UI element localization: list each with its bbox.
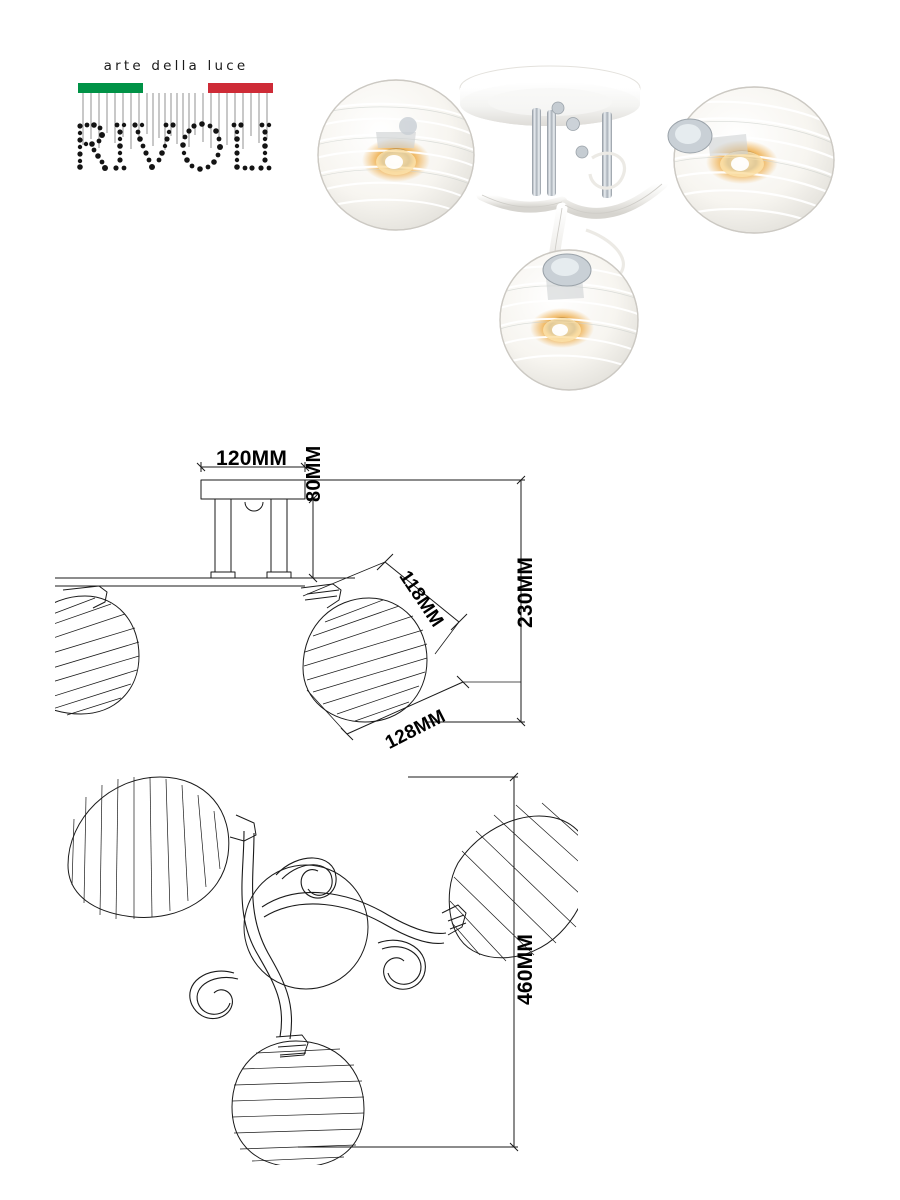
logo-tagline: arte della luce [103,58,249,74]
logo-wordmark-rivoli [77,121,272,172]
photo-chrome-rods [532,101,612,198]
plan-shade-right [441,802,578,962]
elevation-shade-right [300,583,428,723]
photo-shade-right [667,86,835,234]
plan-scroll-arms [189,830,447,1040]
dim-line-118 [302,553,468,655]
flag-white-stripe [143,83,208,93]
photo-shade-bottom-fitter [542,253,592,287]
photo-shade-right-fitter [667,118,713,154]
dimension-label-230mm: 230MM [514,556,537,628]
dim-line-120 [196,462,310,472]
dim-line-128 [306,675,521,741]
elevation-drawing [55,462,526,741]
plan-drawing [67,772,578,1165]
flag-red-stripe [207,83,273,93]
product-photo [317,65,835,391]
plan-shade-left [67,776,257,920]
photo-canopy [459,65,641,126]
italian-flag-bar [78,83,273,93]
dimension-label-460mm: 460MM [514,933,537,1005]
plan-shade-bottom [231,1034,365,1165]
dimension-label-80mm: 80MM [303,445,325,502]
flag-green-stripe [78,83,143,93]
dim-line-460 [298,772,519,1152]
dimension-label-120mm: 120MM [216,447,288,470]
elevation-shade-left [55,585,140,716]
photo-shade-left [317,79,475,231]
brand-logo: arte della luce [74,58,274,178]
photo-shade-bottom [499,249,639,391]
